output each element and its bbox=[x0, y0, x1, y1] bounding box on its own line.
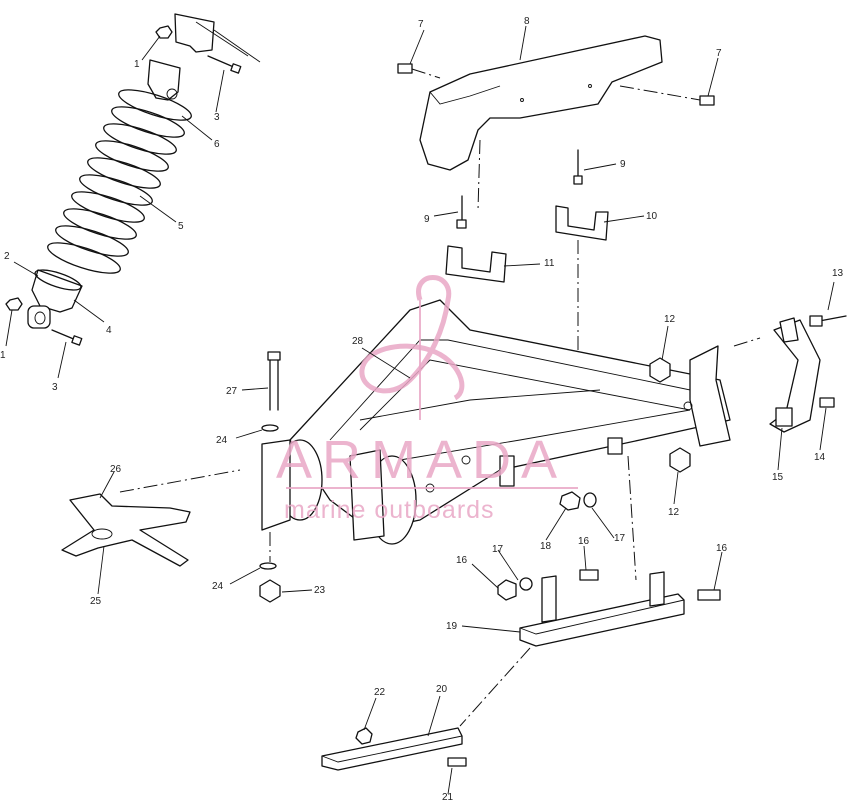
callout-27: 27 bbox=[226, 386, 238, 397]
nut-icon bbox=[497, 579, 517, 601]
callout-3b: 3 bbox=[52, 382, 58, 393]
callout-12b: 12 bbox=[668, 507, 680, 518]
bolt-icon bbox=[447, 757, 467, 767]
watermark-logo bbox=[359, 275, 465, 420]
swing-arm-frame bbox=[261, 299, 731, 545]
bolt-icon bbox=[699, 95, 715, 106]
callout-4: 4 bbox=[106, 325, 112, 336]
leader-lines bbox=[5, 25, 835, 795]
nut-icon bbox=[649, 357, 671, 383]
watermark-brand: ARMADA bbox=[276, 430, 567, 490]
bottom-bar bbox=[321, 727, 467, 771]
callout-8: 8 bbox=[524, 16, 530, 27]
callout-17: 17 bbox=[614, 533, 626, 544]
callout-28: 28 bbox=[352, 336, 364, 347]
bolt-icon bbox=[697, 589, 721, 601]
callout-11: 11 bbox=[544, 258, 555, 269]
bolt-icon bbox=[51, 55, 242, 346]
shock-absorber bbox=[5, 13, 261, 346]
right-mount bbox=[649, 315, 847, 473]
cross-plate bbox=[61, 469, 241, 567]
callout-1: 1 bbox=[134, 59, 140, 70]
callout-5: 5 bbox=[178, 221, 184, 232]
callout-3: 3 bbox=[214, 112, 220, 123]
spring-coils bbox=[47, 89, 192, 274]
callout-16c: 16 bbox=[716, 543, 728, 554]
pivot-hardware bbox=[259, 351, 281, 603]
nut-icon bbox=[259, 579, 281, 603]
callout-14: 14 bbox=[814, 452, 826, 463]
top-cover bbox=[397, 35, 715, 211]
bolt-icon bbox=[579, 569, 599, 581]
callout-7b: 7 bbox=[716, 48, 722, 59]
nut-icon bbox=[5, 297, 23, 311]
nut-icon bbox=[559, 491, 581, 511]
watermark-tagline: marine outboards bbox=[284, 496, 495, 524]
callout-20: 20 bbox=[436, 684, 448, 695]
callout-24b: 24 bbox=[212, 581, 224, 592]
bolt-icon bbox=[809, 315, 823, 327]
bolt-icon bbox=[819, 397, 835, 408]
callout-labels: 1 3 6 5 2 4 1 3 7 8 7 9 9 10 11 13 12 28… bbox=[0, 16, 844, 802]
nut-icon bbox=[155, 25, 173, 39]
callout-2: 2 bbox=[4, 251, 10, 262]
callout-1b: 1 bbox=[0, 350, 6, 361]
nut-icon bbox=[355, 727, 373, 745]
callout-23: 23 bbox=[314, 585, 326, 596]
callout-21: 21 bbox=[442, 792, 454, 802]
lower-bar bbox=[459, 455, 685, 727]
nut-icon bbox=[669, 447, 691, 473]
brackets bbox=[445, 149, 609, 420]
lower-hardware bbox=[497, 491, 721, 601]
callout-15: 15 bbox=[772, 472, 784, 483]
callout-9b: 9 bbox=[424, 214, 430, 225]
callout-25: 25 bbox=[90, 596, 102, 607]
callout-7: 7 bbox=[418, 19, 424, 30]
callout-9: 9 bbox=[620, 159, 626, 170]
callout-6: 6 bbox=[214, 139, 220, 150]
callout-13: 13 bbox=[832, 268, 844, 279]
bolt-icon bbox=[397, 63, 413, 74]
callout-10: 10 bbox=[646, 211, 658, 222]
callout-18: 18 bbox=[540, 541, 552, 552]
callout-22: 22 bbox=[374, 687, 386, 698]
callout-24: 24 bbox=[216, 435, 228, 446]
callout-16b: 16 bbox=[456, 555, 468, 566]
callout-12: 12 bbox=[664, 314, 676, 325]
callout-19: 19 bbox=[446, 621, 458, 632]
callout-26: 26 bbox=[110, 464, 122, 475]
callout-16: 16 bbox=[578, 536, 590, 547]
callout-17b: 17 bbox=[492, 544, 504, 555]
